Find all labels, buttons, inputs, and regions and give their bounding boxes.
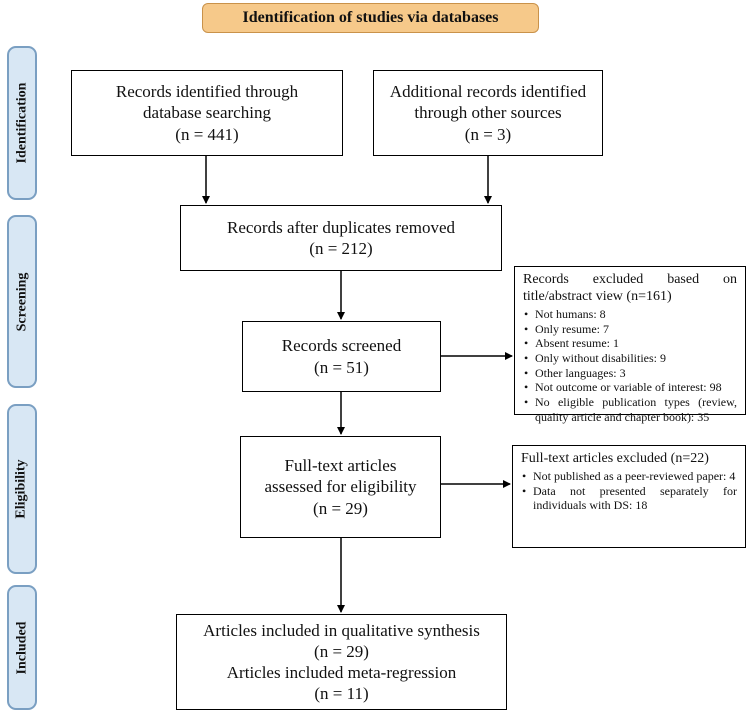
phase-identification: Identification — [7, 46, 37, 200]
included-box: Articles included in qualitative synthes… — [176, 614, 507, 710]
phase-eligibility: Eligibility — [7, 404, 37, 574]
records-identified-line2: database searching — [143, 103, 271, 123]
full-text-count: (n = 29) — [313, 498, 368, 518]
additional-records-line2: through other sources — [414, 103, 562, 123]
diagram-title: Identification of studies via databases — [202, 3, 539, 33]
after-duplicates-box: Records after duplicates removed (n = 21… — [180, 205, 502, 271]
included-meta-regression-label: Articles included meta-regression — [226, 663, 457, 682]
exclusion-item: No eligible publication types (review, q… — [524, 395, 737, 424]
exclusion-item: Other languages: 3 — [524, 366, 737, 381]
exclusion-item: Not humans: 8 — [524, 307, 737, 322]
screening-exclusions-title: Records excluded based on title/abstract… — [523, 272, 737, 305]
records-identified-count: (n = 441) — [175, 124, 239, 144]
exclusion-item: Not published as a peer-reviewed paper: … — [522, 469, 737, 484]
records-identified-box: Records identified through database sear… — [71, 70, 343, 156]
included-meta-regression-count: (n = 11) — [314, 684, 369, 704]
after-duplicates-count: (n = 212) — [309, 239, 373, 258]
additional-records-count: (n = 3) — [464, 124, 512, 144]
phase-included: Included — [7, 585, 37, 710]
full-text-line2: assessed for eligibility — [264, 477, 417, 497]
exclusion-item: Only resume: 7 — [524, 322, 737, 337]
screening-exclusions-box: Records excluded based on title/abstract… — [514, 266, 746, 424]
full-text-box: Full-text articles assessed for eligibil… — [240, 436, 441, 538]
after-duplicates-line1: Records after duplicates removed — [227, 217, 455, 237]
additional-records-box: Additional records identified through ot… — [373, 70, 603, 156]
fulltext-exclusions-box: Full-text articles excluded (n=22) Not p… — [512, 445, 746, 548]
records-screened-count: (n = 51) — [314, 357, 369, 377]
records-identified-line1: Records identified through — [115, 82, 299, 102]
fulltext-exclusions-list: Not published as a peer-reviewed paper: … — [521, 469, 737, 513]
screening-exclusions-list: Not humans: 8 Only resume: 7 Absent resu… — [523, 307, 737, 424]
exclusion-item: Not outcome or variable of interest: 98 — [524, 380, 737, 395]
exclusion-item: Absent resume: 1 — [524, 336, 737, 351]
records-screened-line1: Records screened — [281, 336, 402, 356]
exclusion-item: Data not presented separately for indivi… — [522, 484, 737, 513]
additional-records-line1: Additional records identified — [389, 82, 587, 102]
records-screened-box: Records screened (n = 51) — [242, 321, 441, 392]
exclusion-item: Only without disabilities: 9 — [524, 351, 737, 366]
included-qualitative-label: Articles included in qualitative synthes… — [203, 620, 480, 640]
phase-screening: Screening — [7, 215, 37, 388]
full-text-line1: Full-text articles — [284, 456, 397, 476]
fulltext-exclusions-title: Full-text articles excluded (n=22) — [521, 451, 709, 466]
included-qualitative-count: (n = 29) — [314, 641, 369, 661]
